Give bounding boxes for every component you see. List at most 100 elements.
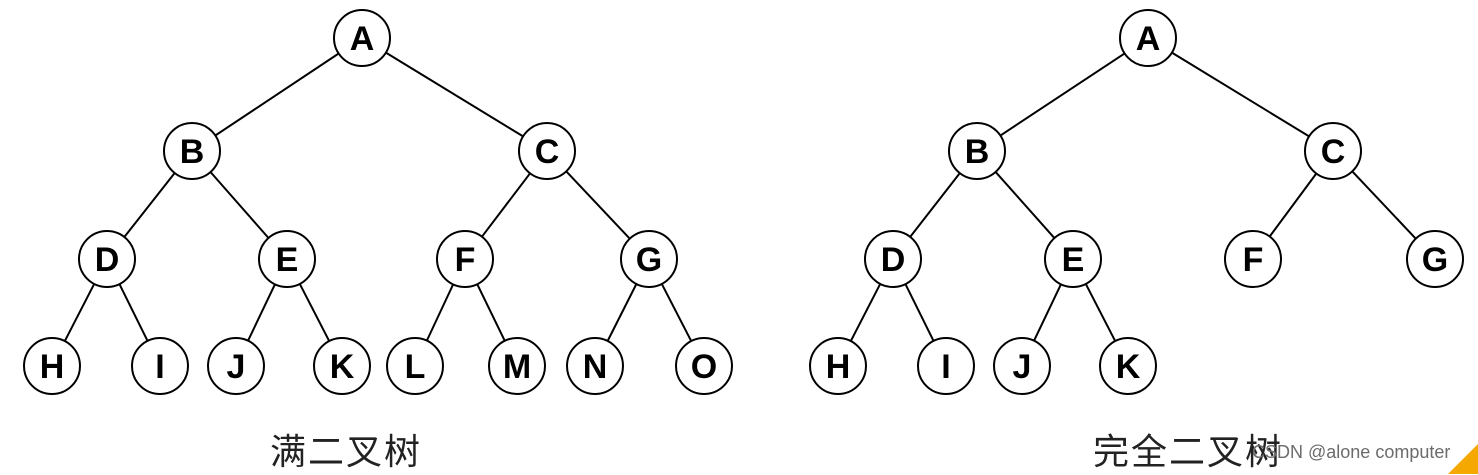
full-tree-edge-c-f <box>481 172 531 238</box>
complete-tree-node-a: A <box>1119 9 1177 67</box>
node-circle <box>1406 230 1464 288</box>
complete-tree-edge-e-j <box>1033 283 1062 342</box>
complete-tree-edge-a-c <box>1171 51 1310 138</box>
node-circle <box>23 337 81 395</box>
complete-tree-node-k: K <box>1099 337 1157 395</box>
node-label: G <box>1422 241 1448 279</box>
node-label: H <box>40 348 65 386</box>
node-circle <box>131 337 189 395</box>
node-label: A <box>1136 20 1161 58</box>
full-tree-node-m: M <box>488 337 546 395</box>
node-label: H <box>826 348 851 386</box>
full-tree-edge-f-l <box>425 283 455 342</box>
complete-tree-edge-b-e <box>994 171 1056 239</box>
full-tree-node-o: O <box>675 337 733 395</box>
node-circle <box>917 337 975 395</box>
full-tree-node-n: N <box>566 337 624 395</box>
full-tree-edge-c-g <box>565 170 631 240</box>
node-label: K <box>1116 348 1141 386</box>
full-tree-edge-d-h <box>63 283 96 342</box>
complete-tree-edge-e-k <box>1084 283 1117 342</box>
full-tree-edge-b-d <box>123 172 176 238</box>
node-circle <box>864 230 922 288</box>
full-tree-edge-a-b <box>214 52 340 137</box>
complete-tree-node-i: I <box>917 337 975 395</box>
complete-tree-node-h: H <box>809 337 867 395</box>
complete-tree-node-b: B <box>948 122 1006 180</box>
complete-binary-tree: A B C D E F G H I J K <box>809 9 1464 395</box>
complete-binary-tree-caption: 完全二叉树 <box>1093 432 1284 473</box>
node-circle <box>436 230 494 288</box>
node-label: N <box>583 348 608 386</box>
node-label: C <box>1321 133 1346 171</box>
node-label: J <box>227 348 246 386</box>
node-circle <box>313 337 371 395</box>
complete-tree-node-f: F <box>1224 230 1282 288</box>
node-label: G <box>636 241 662 279</box>
node-label: F <box>1243 241 1264 279</box>
node-circle <box>993 337 1051 395</box>
node-circle <box>948 122 1006 180</box>
complete-tree-edge-a-b <box>999 52 1126 137</box>
full-tree-edge-a-c <box>385 51 524 138</box>
node-circle <box>675 337 733 395</box>
node-circle <box>1304 122 1362 180</box>
node-label: A <box>350 20 375 58</box>
complete-tree-node-g: G <box>1406 230 1464 288</box>
node-label: I <box>941 348 950 386</box>
full-binary-tree-caption: 满二叉树 <box>270 432 423 473</box>
node-label: C <box>535 133 560 171</box>
complete-tree-node-d: D <box>864 230 922 288</box>
node-label: B <box>965 133 990 171</box>
node-label: F <box>455 241 476 279</box>
node-circle <box>620 230 678 288</box>
node-circle <box>1119 9 1177 67</box>
node-label: D <box>95 241 120 279</box>
full-tree-node-b: B <box>163 122 221 180</box>
full-tree-node-e: E <box>258 230 316 288</box>
full-tree-edge-g-n <box>606 283 638 342</box>
node-circle <box>488 337 546 395</box>
full-tree-edge-g-o <box>660 283 693 342</box>
node-circle <box>163 122 221 180</box>
full-tree-node-c: C <box>518 122 576 180</box>
csdn-watermark: CSDN @alone computer <box>1252 442 1451 462</box>
full-tree-edge-b-e <box>209 171 270 239</box>
node-label: B <box>180 133 205 171</box>
node-circle <box>78 230 136 288</box>
node-label: E <box>1062 241 1085 279</box>
node-label: K <box>330 348 355 386</box>
complete-tree-node-c: C <box>1304 122 1362 180</box>
node-circle <box>258 230 316 288</box>
node-circle <box>566 337 624 395</box>
node-circle <box>1099 337 1157 395</box>
full-tree-node-l: L <box>386 337 444 395</box>
node-label: L <box>405 348 426 386</box>
full-tree-node-a: A <box>333 9 391 67</box>
node-circle <box>333 9 391 67</box>
full-tree-node-k: K <box>313 337 371 395</box>
full-tree-node-h: H <box>23 337 81 395</box>
full-binary-tree: A B C D E F G H I J K L M N O <box>23 9 733 395</box>
node-circle <box>1224 230 1282 288</box>
node-circle <box>207 337 265 395</box>
full-tree-edge-e-j <box>247 283 276 342</box>
node-label: E <box>276 241 299 279</box>
full-tree-node-d: D <box>78 230 136 288</box>
corner-accent-triangle <box>1448 444 1478 474</box>
full-tree-edge-e-k <box>298 283 331 342</box>
node-circle <box>809 337 867 395</box>
complete-tree-node-j: J <box>993 337 1051 395</box>
complete-tree-edge-c-g <box>1351 170 1417 240</box>
node-circle <box>1044 230 1102 288</box>
complete-tree-edge-d-h <box>849 283 882 342</box>
full-tree-edge-d-i <box>118 283 149 342</box>
complete-tree-edge-c-f <box>1268 172 1318 238</box>
full-tree-edge-f-m <box>476 283 506 342</box>
node-label: M <box>503 348 531 386</box>
node-label: I <box>155 348 164 386</box>
node-label: D <box>881 241 906 279</box>
complete-tree-node-e: E <box>1044 230 1102 288</box>
node-label: J <box>1013 348 1032 386</box>
